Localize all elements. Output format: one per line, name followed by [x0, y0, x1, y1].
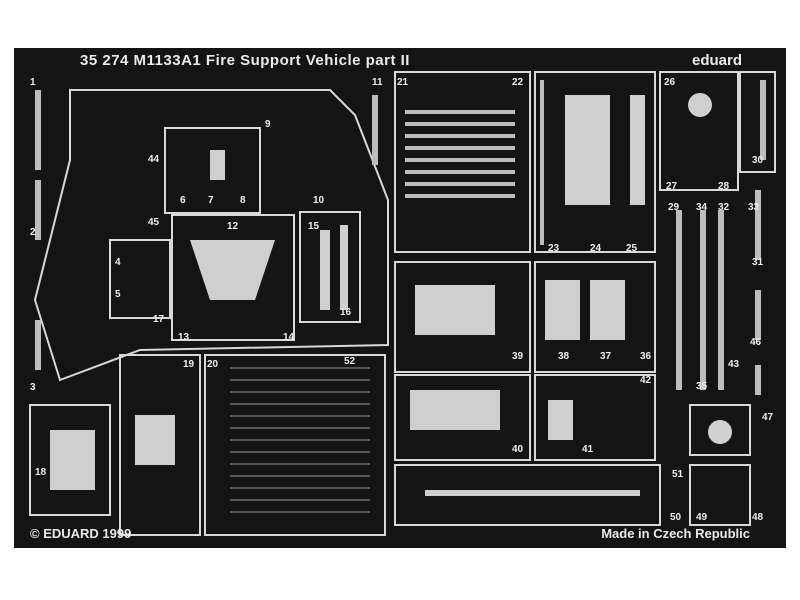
part-19 [135, 415, 175, 465]
part-49 [425, 490, 640, 496]
part-number-19: 19 [183, 359, 195, 370]
part-number-36: 36 [640, 351, 652, 362]
part-number-30: 30 [752, 155, 764, 166]
box-47 [689, 404, 751, 456]
part-number-7: 7 [208, 195, 214, 206]
part-number-9: 9 [265, 119, 271, 130]
part-number-11: 11 [372, 77, 383, 88]
box-49-50 [394, 464, 661, 526]
part-number-14: 14 [283, 332, 295, 343]
part-number-23: 23 [548, 243, 560, 254]
part-number-25: 25 [626, 243, 638, 254]
sheet-title: 35 274 M1133A1 Fire Support Vehicle part… [80, 52, 410, 69]
part-number-46: 46 [750, 337, 762, 348]
part-number-45: 45 [148, 217, 160, 228]
part-number-13: 13 [178, 332, 190, 343]
part-number-18: 18 [35, 467, 47, 478]
part-number-3: 3 [30, 382, 36, 393]
part-number-47: 47 [762, 412, 774, 423]
box-40 [394, 374, 531, 461]
part-25 [630, 95, 645, 205]
part-number-43: 43 [728, 359, 740, 370]
part-number-4: 4 [115, 257, 121, 268]
box-36-38 [534, 261, 656, 373]
part-number-21: 21 [397, 77, 409, 88]
box-23-25 [534, 71, 656, 253]
part-47 [708, 420, 732, 444]
part-number-28: 28 [718, 181, 730, 192]
part-number-22: 22 [512, 77, 524, 88]
box-12 [171, 214, 295, 341]
part-number-49: 49 [696, 512, 708, 523]
box-41-42 [534, 374, 656, 461]
mesh-frame [204, 354, 386, 536]
part-number-39: 39 [512, 351, 524, 362]
part-number-51: 51 [672, 469, 684, 480]
box-6-8 [164, 127, 261, 214]
part-number-52: 52 [344, 356, 356, 367]
part-number-5: 5 [115, 289, 121, 300]
box-4-5 [109, 239, 171, 319]
part-number-6: 6 [180, 195, 186, 206]
box-21-22 [394, 71, 531, 253]
box-26-28 [659, 71, 739, 191]
part-40 [410, 390, 500, 430]
part-16 [340, 225, 348, 310]
part-number-42: 42 [640, 375, 652, 386]
copyright-text: © EDUARD 1999 [30, 526, 132, 541]
part-18 [50, 430, 95, 490]
part-number-33: 33 [748, 202, 760, 213]
box-30 [739, 71, 776, 173]
part-number-12: 12 [227, 221, 239, 232]
part-number-41: 41 [582, 444, 594, 455]
part-number-17: 17 [153, 314, 165, 325]
part-26 [688, 93, 712, 117]
origin-text: Made in Czech Republic [601, 526, 750, 541]
part-number-50: 50 [670, 512, 682, 523]
mesh-grid [230, 367, 370, 513]
part-number-10: 10 [313, 195, 325, 206]
part-number-35: 35 [696, 381, 708, 392]
fret-frame [14, 48, 786, 548]
part-number-15: 15 [308, 221, 320, 232]
part-number-26: 26 [664, 77, 676, 88]
part-7 [210, 150, 225, 180]
box-39 [394, 261, 531, 373]
box-18 [29, 404, 111, 516]
part-number-20: 20 [207, 359, 219, 370]
part-number-34: 34 [696, 202, 708, 213]
brand-logo: eduard [691, 52, 742, 69]
box-15-16 [299, 211, 361, 323]
big-panel-outline [33, 89, 389, 382]
part-number-40: 40 [512, 444, 524, 455]
part-37 [590, 280, 625, 340]
part-number-48: 48 [752, 512, 764, 523]
part-number-24: 24 [590, 243, 602, 254]
strips [35, 80, 766, 395]
part-12 [190, 240, 275, 300]
part-number-44: 44 [148, 154, 160, 165]
part-number-1: 1 [30, 77, 36, 88]
part-number-2: 2 [30, 227, 36, 238]
part-number-38: 38 [558, 351, 570, 362]
parts [50, 93, 732, 496]
part-number-8: 8 [240, 195, 246, 206]
part-15 [320, 230, 330, 310]
box-48 [689, 464, 751, 526]
part-number-37: 37 [600, 351, 612, 362]
part-38 [545, 280, 580, 340]
box-19 [119, 354, 201, 536]
part-41 [548, 400, 573, 440]
part-number-31: 31 [752, 257, 764, 268]
part-number-16: 16 [340, 307, 352, 318]
part-39 [415, 285, 495, 335]
part-number-27: 27 [666, 181, 678, 192]
part-24 [565, 95, 610, 205]
part-number-29: 29 [668, 202, 680, 213]
part-number-32: 32 [718, 202, 730, 213]
